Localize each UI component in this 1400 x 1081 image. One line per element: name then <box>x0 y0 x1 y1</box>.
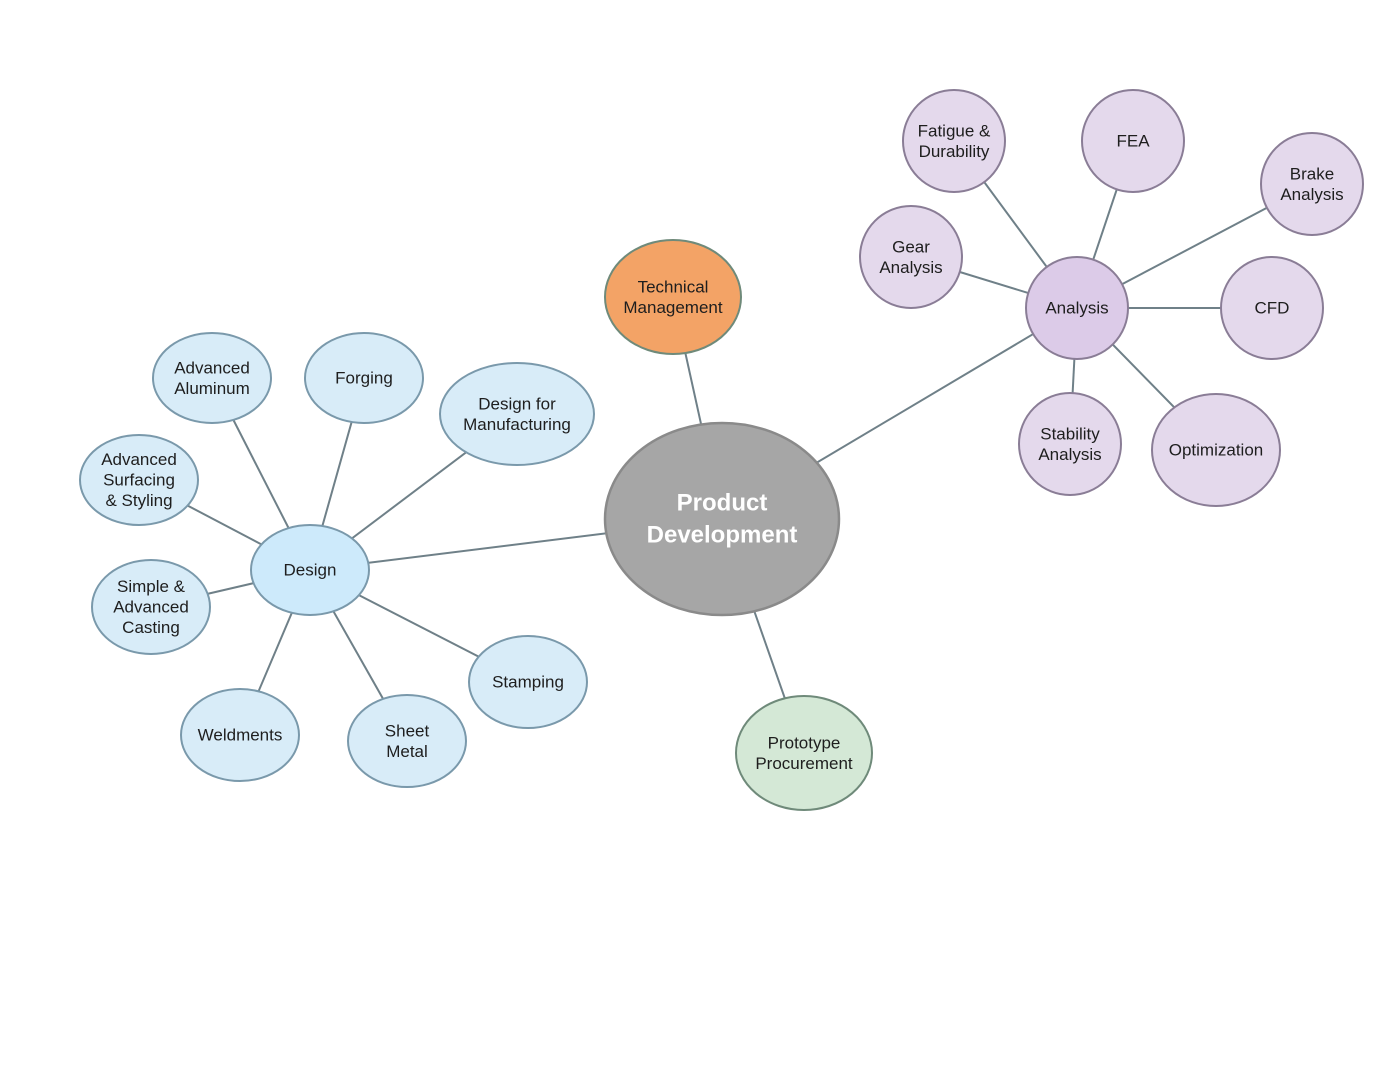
node-gear-analysis-label: Gear <box>892 237 930 256</box>
node-design: Design <box>250 524 370 616</box>
node-analysis: Analysis <box>1025 256 1129 360</box>
node-optimization-label: Optimization <box>1169 441 1263 460</box>
node-fatigue-durability: Fatigue & Durability <box>902 89 1006 193</box>
node-fatigue-durability-shape <box>902 89 1006 193</box>
node-cfd-shape <box>1220 256 1324 360</box>
node-fatigue-durability-label: Durability <box>919 142 990 161</box>
node-technical-management-shape <box>604 239 742 355</box>
node-design-for-manufacturing-label: Design for <box>478 394 556 413</box>
node-fatigue-durability-label: Fatigue & <box>918 121 991 140</box>
node-fea: FEA <box>1081 89 1185 193</box>
node-simple-advanced-casting-label: Advanced <box>113 598 189 617</box>
node-brake-analysis-label: Brake <box>1290 164 1334 183</box>
node-product-development-label: Development <box>647 522 798 549</box>
node-advanced-aluminum-shape <box>152 332 272 424</box>
node-advanced-aluminum-label: Advanced <box>174 358 250 377</box>
node-optimization: Optimization <box>1151 393 1281 507</box>
node-stability-analysis-label: Stability <box>1040 424 1100 443</box>
node-prototype-procurement-shape <box>735 695 873 811</box>
diagram-nodes: ProductDevelopmentDesignAdvancedAluminum… <box>79 89 1364 811</box>
node-sheet-metal-label: Sheet <box>385 721 430 740</box>
node-forging-label: Forging <box>335 369 393 388</box>
node-technical-management-label: Technical <box>638 277 709 296</box>
node-advanced-surfacing-styling-label: & Styling <box>105 491 172 510</box>
node-sheet-metal-shape <box>347 694 467 788</box>
node-weldments: Weldments <box>180 688 300 782</box>
node-analysis-label: Analysis <box>1045 299 1108 318</box>
node-advanced-surfacing-styling-shape <box>79 434 199 526</box>
node-stamping: Stamping <box>468 635 588 729</box>
node-gear-analysis-label: Analysis <box>879 258 942 277</box>
node-cfd: CFD <box>1220 256 1324 360</box>
node-product-development-label: Product <box>677 490 768 517</box>
node-stamping-label: Stamping <box>492 673 564 692</box>
node-prototype-procurement-label: Prototype <box>768 733 841 752</box>
node-advanced-surfacing-styling-label: Advanced <box>101 450 177 469</box>
node-optimization-shape <box>1151 393 1281 507</box>
node-fea-label: FEA <box>1116 132 1150 151</box>
node-technical-management-label: Management <box>623 298 723 317</box>
node-brake-analysis-shape <box>1260 132 1364 236</box>
node-cfd-label: CFD <box>1255 299 1290 318</box>
node-brake-analysis-label: Analysis <box>1280 185 1343 204</box>
node-stability-analysis-label: Analysis <box>1038 445 1101 464</box>
node-simple-advanced-casting-label: Casting <box>122 618 180 637</box>
node-sheet-metal-label: Metal <box>386 742 428 761</box>
node-advanced-surfacing-styling-label: Surfacing <box>103 471 175 490</box>
node-design-for-manufacturing-label: Manufacturing <box>463 415 571 434</box>
node-forging: Forging <box>304 332 424 424</box>
node-gear-analysis-shape <box>859 205 963 309</box>
node-product-development-shape <box>603 421 841 617</box>
node-simple-advanced-casting-label: Simple & <box>117 577 186 596</box>
node-analysis-shape <box>1025 256 1129 360</box>
node-fea-shape <box>1081 89 1185 193</box>
node-simple-advanced-casting-shape <box>91 559 211 655</box>
node-weldments-label: Weldments <box>198 726 283 745</box>
node-stability-analysis-shape <box>1018 392 1122 496</box>
node-design-shape <box>250 524 370 616</box>
node-advanced-aluminum-label: Aluminum <box>174 379 250 398</box>
node-design-label: Design <box>284 561 337 580</box>
node-stamping-shape <box>468 635 588 729</box>
node-prototype-procurement-label: Procurement <box>755 754 853 773</box>
node-weldments-shape <box>180 688 300 782</box>
node-forging-shape <box>304 332 424 424</box>
node-design-for-manufacturing-shape <box>439 362 595 466</box>
